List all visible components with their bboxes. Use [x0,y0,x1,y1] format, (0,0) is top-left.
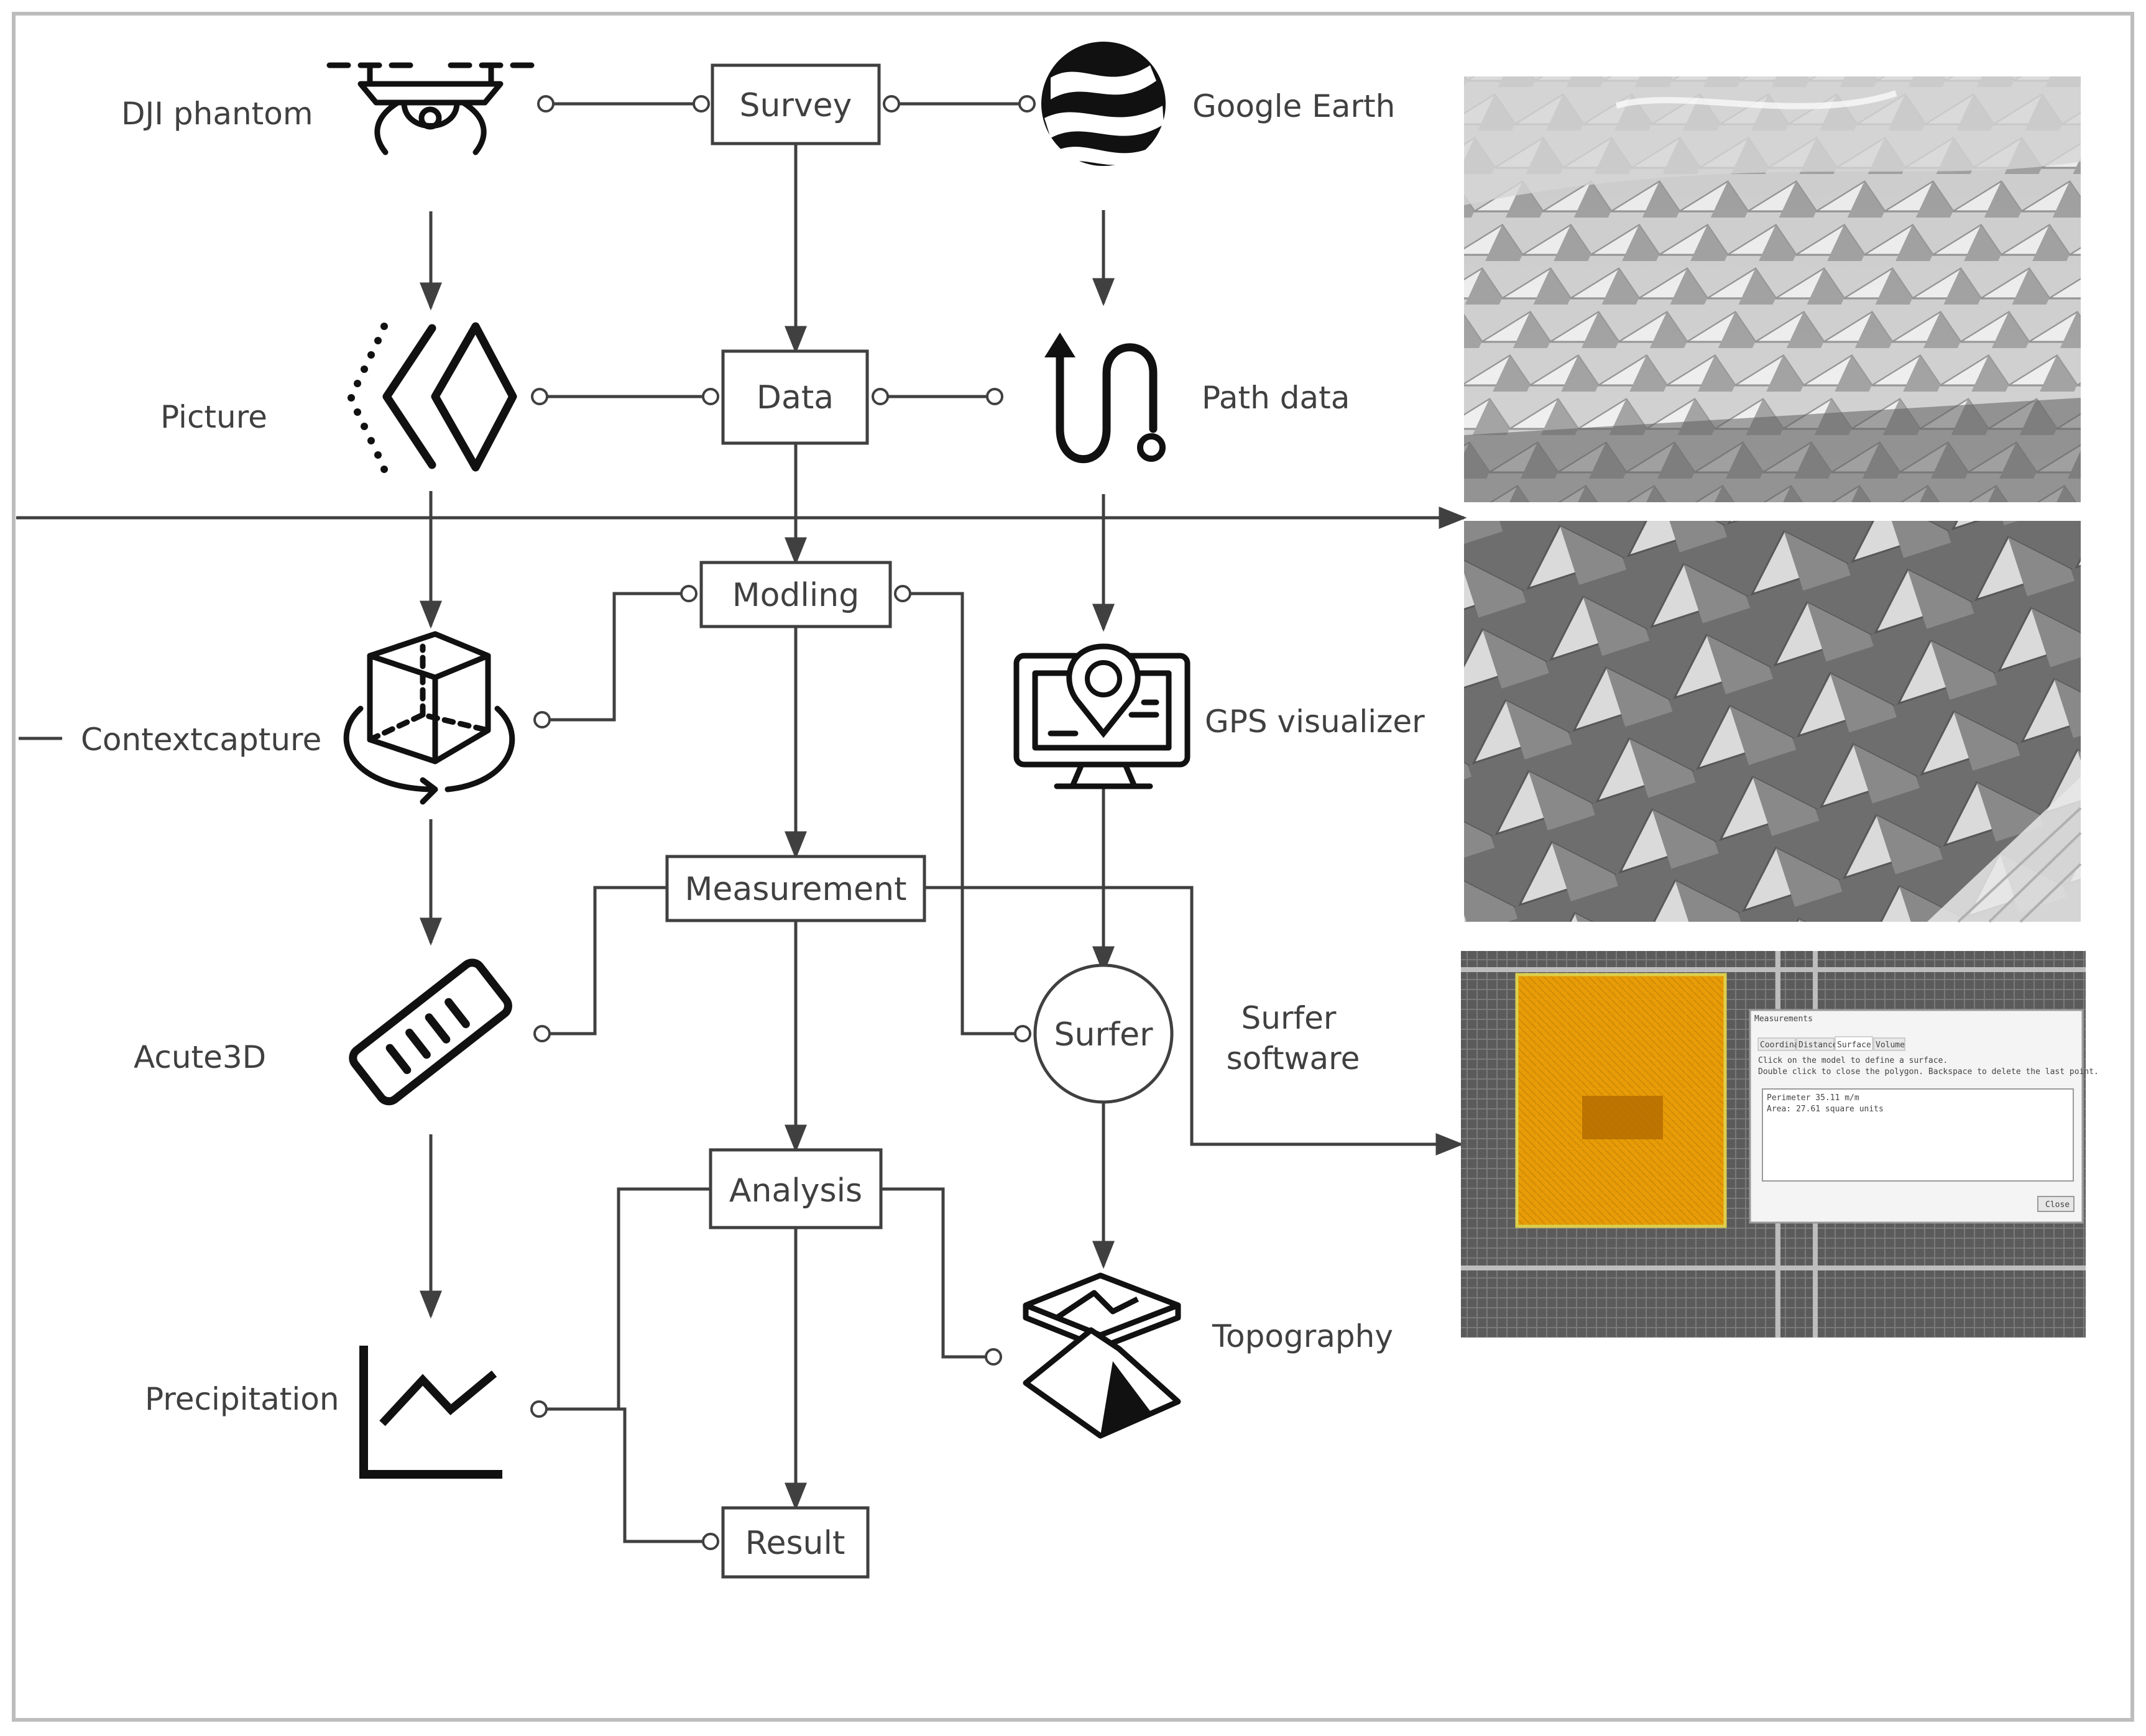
terrain-icon [1023,1272,1181,1439]
dialog-tab-volume[interactable]: Volume [1876,1040,1905,1050]
path-data-label: Path data [1202,380,1350,416]
monitor-pin-icon [1013,643,1190,789]
line-chart-icon [359,1346,502,1479]
measurement-box: Measurement [665,855,926,922]
surfer-circle: Surfer [1033,963,1174,1104]
globe-icon [1041,42,1166,166]
chevron-diamond-icon [348,322,517,473]
winding-path-icon [1044,333,1166,464]
drone-icon [326,62,535,155]
dialog-close-button[interactable]: Close [2045,1200,2070,1210]
measurement-label: Measurement [685,871,907,908]
google-earth-label: Google Earth [1192,88,1395,124]
outer-frame [12,12,2134,1722]
connector-pins [530,95,1036,1550]
acute3d-label: Acute3D [134,1039,266,1075]
modling-box: Modling [699,561,892,628]
survey-label: Survey [740,87,852,124]
contextcapture-label: Contextcapture [81,722,321,758]
dialog-tab-distance[interactable]: Distance [1798,1040,1838,1050]
result-box: Result [721,1506,870,1579]
dialog-result-1: Perimeter 35.11 m/m [1767,1093,1859,1103]
photo-bottom-orthophoto: Measurements Coordinate Distance Surface… [1461,951,2099,1338]
dialog-title: Measurements [1754,1014,1813,1024]
result-label: Result [745,1525,845,1562]
ruler-icon [349,958,512,1106]
picture-label: Picture [160,399,267,435]
rotating-cube-icon [343,631,515,805]
measurement-dialog: Measurements Coordinate Distance Surface… [1749,1009,2099,1224]
dialog-hint-1: Click on the model to define a surface. [1758,1056,1948,1065]
dialog-hint-2: Double click to close the polygon. Backs… [1758,1067,2099,1077]
analysis-box: Analysis [709,1148,883,1229]
surfer-software-label-line1: Surfer [1241,1000,1337,1036]
surfer-software-label-line2: software [1227,1040,1360,1077]
photo-top-city-model [1464,76,2081,502]
survey-box: Survey [711,63,881,145]
dialog-result-2: Area: 27.61 square units [1767,1105,1884,1114]
data-box: Data [721,349,869,445]
dialog-tab-surface[interactable]: Surface [1837,1040,1871,1050]
topography-label: Topography [1212,1318,1393,1354]
analysis-label: Analysis [729,1172,862,1210]
data-label: Data [757,379,834,416]
connectors [16,102,1467,1543]
surfer-label: Surfer [1054,1016,1153,1054]
gps-visualizer-label: GPS visualizer [1205,704,1425,740]
precipitation-label: Precipitation [145,1381,339,1417]
photo-middle-village-model [1464,521,2082,923]
modling-label: Modling [732,577,860,614]
dji-phantom-label: DJI phantom [121,96,313,132]
